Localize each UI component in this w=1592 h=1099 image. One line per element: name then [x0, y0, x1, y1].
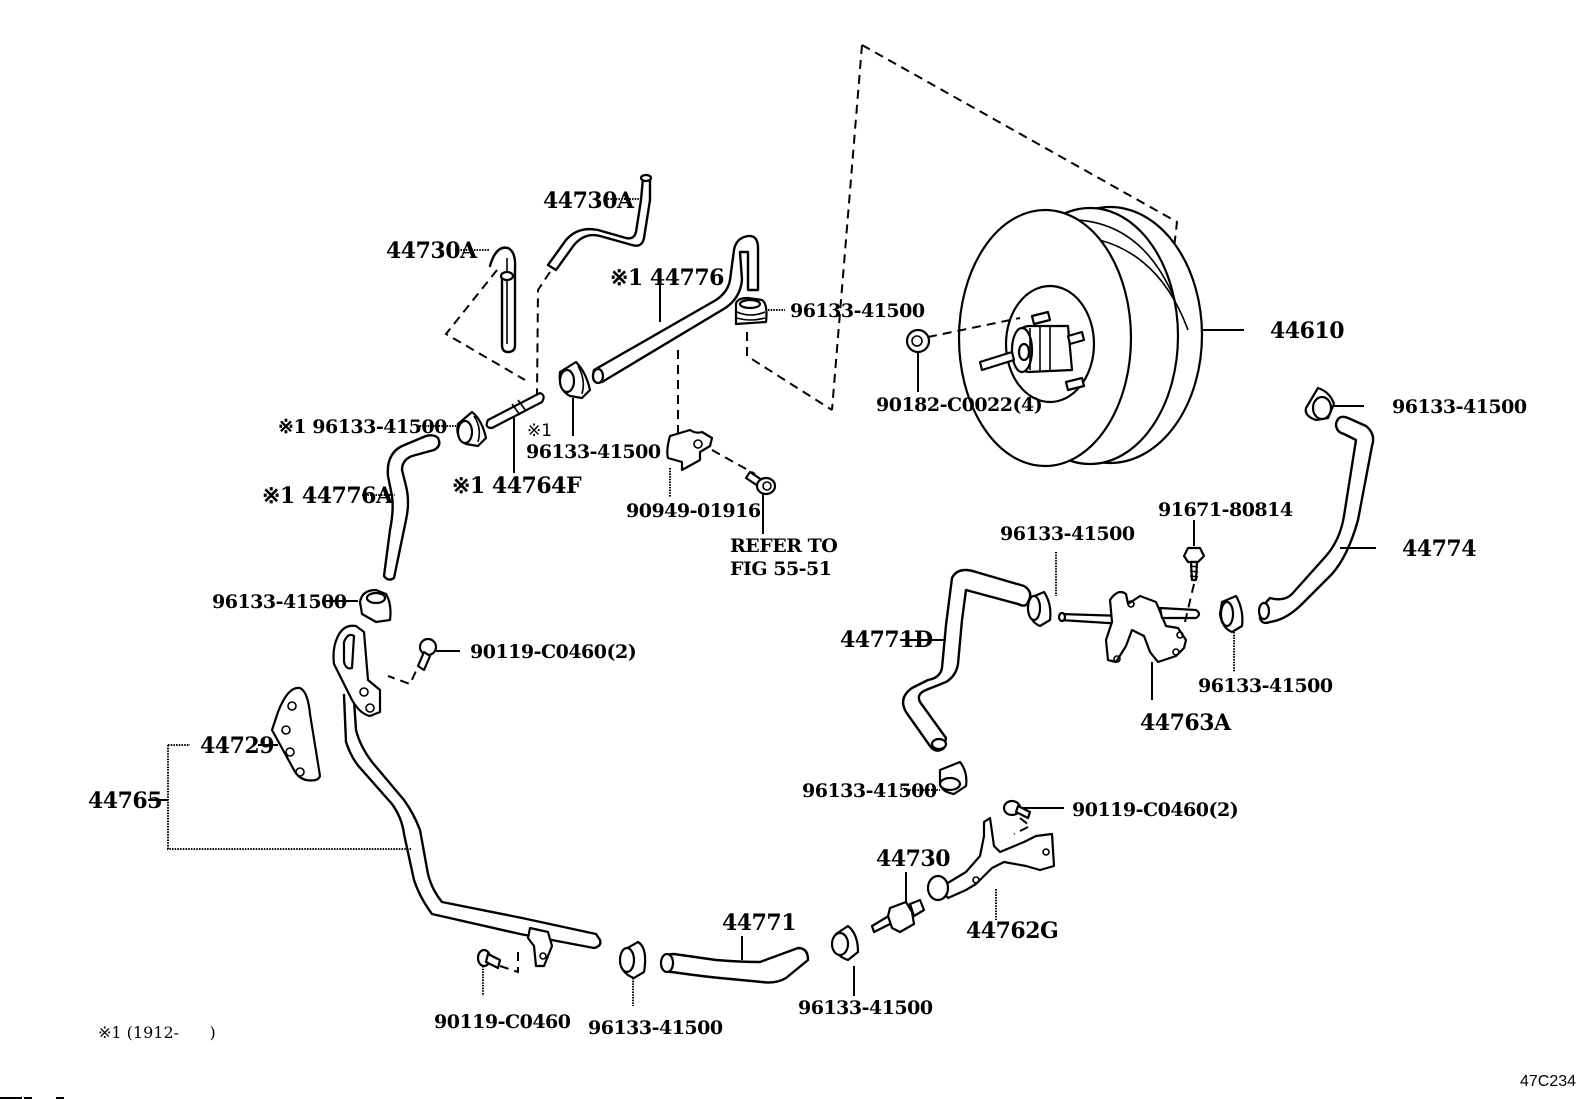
label-90119-right[interactable]: 90119-C0460(2) [1072, 799, 1239, 821]
label-44730A-top[interactable]: 44730A [543, 188, 636, 214]
label-90949[interactable]: 90949-01916 [626, 500, 761, 522]
hose-44730A-top-dashed [526, 271, 551, 406]
label-44729[interactable]: 44729 [200, 733, 275, 759]
clip-96133-left[interactable] [358, 588, 392, 624]
bolt-90119-right-dashed [1013, 817, 1032, 835]
nut-dashed-to-stud [927, 317, 1021, 338]
bolt-90119-left-dashed [387, 657, 423, 686]
hose-44776[interactable] [591, 234, 760, 385]
clip-90949-01916[interactable] [666, 428, 714, 472]
plate-44729[interactable] [270, 686, 322, 782]
brake-booster-44610[interactable] [957, 205, 1204, 468]
footnote: ※1 (1912- ) [98, 1023, 216, 1042]
label-96133-right-top[interactable]: 96133-41500 [1392, 396, 1527, 418]
bolt-90119-bottom-dashed [499, 952, 519, 974]
label-refer-line1[interactable]: REFER TO [730, 535, 838, 557]
bolt-90119-right[interactable] [1002, 799, 1032, 820]
label-44764F[interactable]: ※1 44764F [452, 473, 582, 499]
connector-44764F[interactable] [485, 391, 545, 430]
label-44762G[interactable]: 44762G [966, 918, 1059, 944]
hose-44771[interactable] [659, 946, 810, 984]
label-96133-top-center[interactable]: 96133-41500 [790, 300, 925, 322]
clip-96133-mid-center[interactable] [558, 360, 592, 400]
label-44765[interactable]: 44765 [88, 788, 163, 814]
clip-to-assembly-dashed [746, 332, 833, 411]
label-mark-mid-center: ※1 [527, 421, 552, 441]
clip-96133-bracket-left[interactable] [1026, 590, 1052, 628]
clip-96133-upper-left[interactable] [456, 410, 488, 448]
label-44730A-left[interactable]: 44730A [386, 238, 479, 264]
bolt-90119-bottom[interactable] [476, 948, 502, 970]
clip-96133-top-center[interactable] [734, 296, 768, 326]
label-44776[interactable]: ※1 44776 [610, 265, 725, 291]
label-90119-left[interactable]: 90119-C0460(2) [470, 641, 637, 663]
clip-96133-right-top[interactable] [1304, 386, 1336, 422]
label-96133-mid-center[interactable]: 96133-41500 [526, 441, 661, 463]
label-44610[interactable]: 44610 [1270, 318, 1345, 344]
connector-44730[interactable] [870, 898, 926, 934]
label-96133-bottom-right[interactable]: 96133-41500 [798, 997, 933, 1019]
bracket-44763A[interactable] [1057, 590, 1201, 664]
label-96133-bracket-left[interactable]: 96133-41500 [1000, 523, 1135, 545]
bolt-91671-80814[interactable] [1182, 546, 1206, 582]
hose-44730A-left-dashed [444, 269, 526, 381]
label-91671[interactable]: 91671-80814 [1158, 499, 1293, 521]
label-44774[interactable]: 44774 [1402, 536, 1477, 562]
hose-44730A-left[interactable] [488, 246, 517, 354]
hose-44730A-top[interactable] [546, 173, 653, 272]
clip-96133-bottom-right[interactable] [830, 924, 860, 962]
label-44771D[interactable]: 44771D [840, 627, 934, 653]
label-96133-bottom-center[interactable]: 96133-41500 [588, 1017, 723, 1039]
label-44776A[interactable]: ※1 44776A [262, 483, 394, 509]
assembly-dashed-outline [831, 44, 1179, 411]
label-96133-left[interactable]: 96133-41500 [212, 591, 347, 613]
bolt-dashed-to-bracket [711, 449, 756, 475]
bolt-90119-left[interactable] [416, 637, 438, 672]
label-44730[interactable]: 44730 [876, 846, 951, 872]
hose-44774[interactable] [1257, 415, 1375, 625]
clip-96133-bracket-right[interactable] [1218, 594, 1244, 634]
label-96133-upper-left[interactable]: ※1 96133-41500 [278, 416, 448, 438]
clip-96133-bottom-center[interactable] [618, 940, 647, 980]
hose-44771D[interactable] [901, 568, 1032, 752]
pipe-44765[interactable] [332, 624, 602, 968]
figure-id: 47C234 [1520, 1073, 1576, 1090]
pipe-44762G[interactable] [926, 816, 1056, 902]
hose-44776A[interactable] [382, 434, 441, 581]
leader-44765-bracket [167, 744, 412, 850]
bolt-refer-fig[interactable] [744, 470, 777, 496]
clip-96133-lower-center[interactable] [938, 760, 968, 796]
nut-90182-C0022[interactable] [905, 328, 931, 354]
label-96133-bracket-right[interactable]: 96133-41500 [1198, 675, 1333, 697]
label-44763A[interactable]: 44763A [1140, 710, 1233, 736]
label-44771[interactable]: 44771 [722, 910, 797, 936]
bolt-91671-dashed [1183, 583, 1195, 627]
label-refer-line2[interactable]: FIG 55-51 [730, 558, 832, 580]
label-90119-bottom[interactable]: 90119-C0460 [434, 1011, 571, 1033]
label-90182[interactable]: 90182-C0022(4) [876, 394, 1043, 416]
label-96133-lower-center[interactable]: 96133-41500 [802, 780, 937, 802]
